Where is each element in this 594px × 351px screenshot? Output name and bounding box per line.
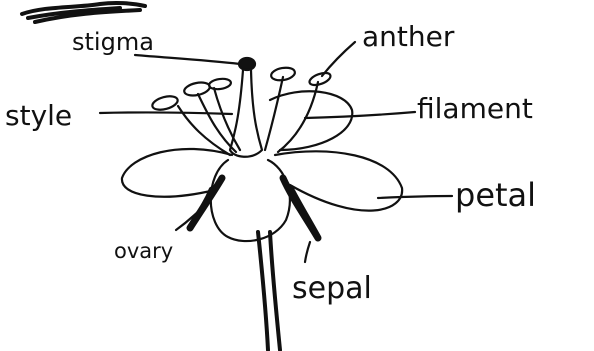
scribble-mark [22,3,145,22]
ovary-label: ovary [114,239,173,263]
anther-1 [151,94,179,112]
stigma-leader [135,55,240,64]
stem [258,232,280,350]
anther-4 [270,66,296,82]
sepal-leader [305,242,310,262]
petal-label: petal [455,176,536,214]
stigma-tip [239,58,255,70]
filament-4 [265,77,283,150]
filament-label: filament [417,92,533,125]
style-label: style [5,99,72,132]
filament-2 [198,94,236,152]
center-petal [211,160,290,241]
back-petal [270,91,352,150]
anther-3 [208,78,231,91]
style-leader [100,112,232,114]
filament-leader [305,112,415,118]
anther-label: anther [362,20,455,53]
anther-2 [183,80,211,97]
sepal-label: sepal [292,271,372,306]
stigma-label: stigma [72,28,154,56]
pistil-style [230,70,262,157]
anther-leader [322,42,355,76]
petal-leader [378,196,452,198]
anther-5 [308,71,332,88]
